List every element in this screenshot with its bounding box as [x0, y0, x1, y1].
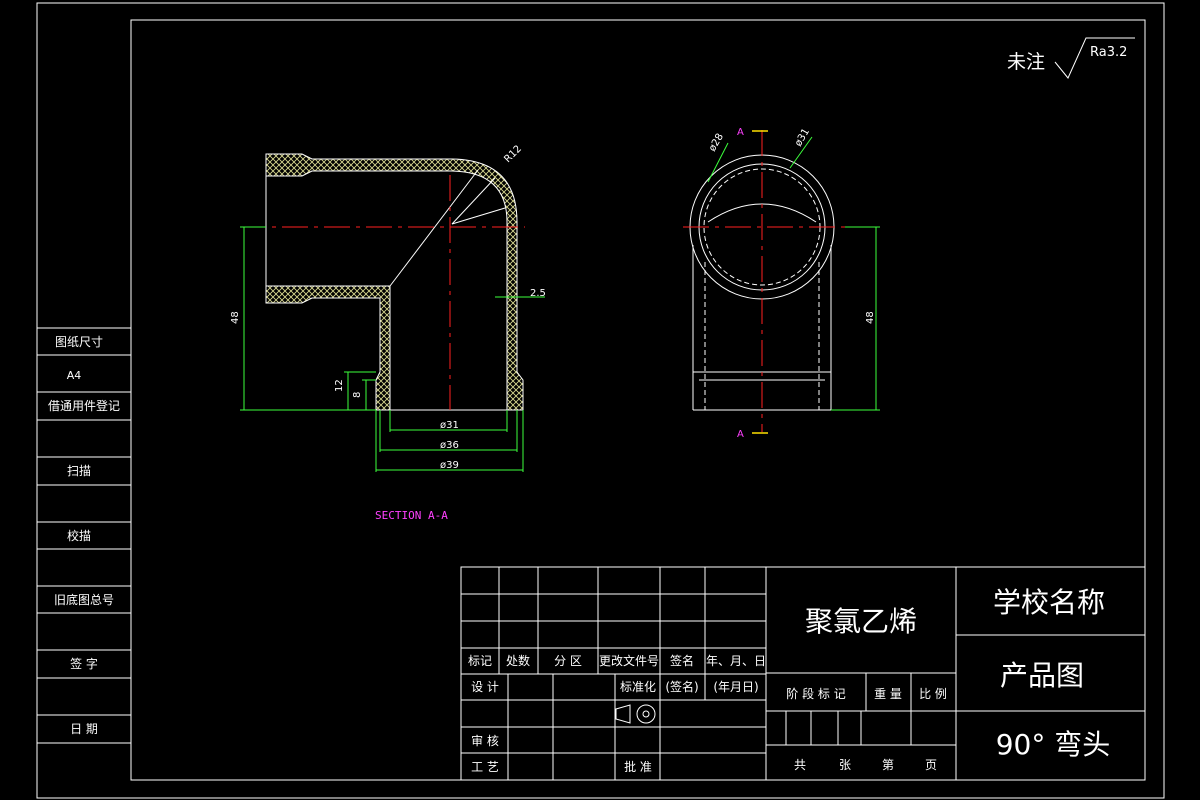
tb-header-zone: 分 区 [554, 654, 582, 668]
dim-wall-thickness: 2.5 [530, 288, 546, 299]
left-item-paper-size: 图纸尺寸 [55, 335, 103, 349]
left-item-signature: 签 字 [70, 656, 98, 671]
dim-height-front: 48 [865, 311, 876, 324]
side-wall-top-hatch [265, 153, 524, 411]
section-markers [752, 130, 768, 434]
projection-symbol-icon [615, 704, 656, 724]
left-item-a4: A4 [67, 369, 82, 382]
outer-frame [36, 2, 1165, 799]
tb-header-date: 年、月、日 [706, 654, 766, 668]
side-view [240, 153, 525, 411]
tb-signature: (签名) [665, 679, 698, 694]
tb-total: 共 [794, 758, 806, 772]
dim-chamfer-depth: 8 [352, 392, 363, 398]
section-mark-bottom: A [737, 429, 744, 440]
tb-stage-mark: 阶 段 标 记 [786, 686, 845, 701]
dim-radius: R12 [502, 143, 524, 165]
section-label: SECTION A-A [375, 509, 448, 522]
dim-d-large: ø31 [793, 127, 812, 149]
tb-date: (年月日) [713, 680, 758, 694]
tb-school: 学校名称 [993, 586, 1105, 619]
left-column [37, 327, 131, 744]
left-item-scan: 扫描 [67, 464, 91, 478]
tb-material: 聚氯乙烯 [805, 605, 917, 638]
tb-weight: 重 量 [874, 687, 902, 701]
tb-standard: 标准化 [620, 680, 656, 694]
roughness-prefix: 未注 [1007, 51, 1045, 73]
dim-d-inner: ø31 [440, 420, 459, 431]
section-mark-top: A [737, 127, 744, 138]
tb-process: 工 艺 [471, 760, 499, 774]
tb-design: 设 计 [471, 680, 499, 694]
tb-page: 页 [925, 758, 937, 772]
dim-d-outer: ø39 [440, 460, 459, 471]
tb-sheet-no: 第 [882, 758, 894, 772]
left-item-trace: 校描 [67, 528, 91, 543]
dim-d-mid: ø36 [440, 440, 459, 451]
tb-scale: 比 例 [919, 687, 947, 701]
left-item-borrow-register: 借通用件登记 [48, 398, 120, 413]
dim-d-small: ø28 [707, 132, 726, 154]
roughness-symbol [1054, 37, 1135, 79]
side-wall-bottom-hatch [265, 285, 391, 411]
tb-header-mark: 标记 [468, 654, 492, 668]
left-item-old-drawing-no: 旧底图总号 [54, 592, 114, 607]
title-block [460, 566, 1146, 781]
tb-drawing-type: 产品图 [1000, 659, 1084, 692]
tb-approve: 批 准 [624, 759, 652, 774]
tb-header-sign: 签名 [670, 653, 694, 668]
tb-header-change-doc: 更改文件号 [599, 653, 659, 668]
tb-review: 审 核 [471, 733, 499, 748]
roughness-value: Ra3.2 [1090, 45, 1127, 60]
tb-header-count: 处数 [506, 653, 530, 668]
tb-sheets: 张 [839, 758, 851, 772]
tb-part-name: 90° 弯头 [996, 728, 1111, 761]
front-dimensions [707, 136, 880, 411]
dim-height-side: 48 [230, 311, 241, 324]
left-item-date: 日 期 [70, 722, 98, 736]
dim-socket-depth: 12 [334, 379, 345, 392]
side-dimensions [240, 226, 545, 472]
